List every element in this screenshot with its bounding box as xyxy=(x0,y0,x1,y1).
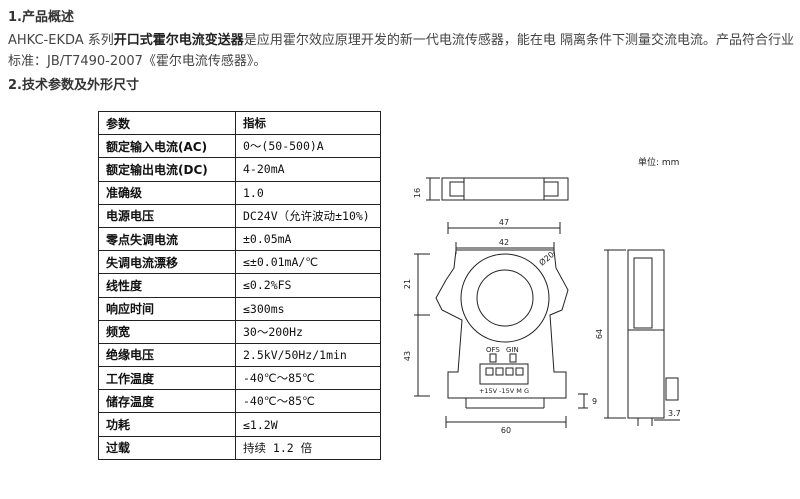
intro-part1: AHKC-EKDA 系列 xyxy=(8,33,114,48)
spec-param-cell: 准确级 xyxy=(98,180,236,205)
spec-value-cell: 1.0 xyxy=(235,180,381,205)
spec-row: 失调电流漂移≤±0.01mA/℃ xyxy=(98,250,381,275)
spec-param-cell: 参数 xyxy=(98,110,236,136)
terminal-block xyxy=(479,363,529,385)
front-view-hole xyxy=(476,269,534,327)
dim-60: 60 xyxy=(501,426,511,435)
spec-row: 线性度≤0.2%FS xyxy=(98,273,381,298)
spec-param-cell: 储存温度 xyxy=(98,389,236,414)
spec-row: 功耗≤1.2W xyxy=(98,412,381,437)
side-view-body xyxy=(627,249,665,419)
dim-64: 64 xyxy=(595,329,604,339)
spec-param-cell: 过载 xyxy=(98,435,236,460)
top-view-slot-right xyxy=(543,181,559,197)
spec-param-cell: 绝缘电压 xyxy=(98,342,236,368)
spec-param-cell: 工作温度 xyxy=(98,366,236,391)
top-view-slot-left xyxy=(449,181,465,197)
spec-value-cell: 指标 xyxy=(235,110,381,136)
section2-title: 2.技术参数及外形尺寸 xyxy=(8,78,139,93)
spec-value-cell: ≤1.2W xyxy=(235,412,381,437)
spec-header-row: 参数指标 xyxy=(98,110,381,136)
spec-value-cell: 0～(50-500)A xyxy=(235,134,381,159)
dim-21: 21 xyxy=(403,279,412,289)
spec-value-cell: DC24V（允许波动±10%) xyxy=(235,203,381,228)
spec-param-cell: 额定输入电流(AC) xyxy=(98,134,236,159)
dim-3-7: 3.7 xyxy=(668,409,681,418)
spec-value-cell: 4-20mA xyxy=(235,157,381,182)
spec-value-cell: 持续 1.2 倍 xyxy=(235,435,381,460)
section1-title: 1.产品概述 xyxy=(8,10,74,25)
intro-paragraph: AHKC-EKDA 系列开口式霍尔电流变送器是应用霍尔效应原理开发的新一代电流传… xyxy=(8,30,794,72)
spec-param-cell: 失调电流漂移 xyxy=(98,250,236,275)
spec-value-cell: -40℃～85℃ xyxy=(235,389,381,414)
spec-param-cell: 额定输出电流(DC) xyxy=(98,157,236,182)
spec-row: 过载持续 1.2 倍 xyxy=(98,435,381,460)
spec-row: 额定输出电流(DC)4-20mA xyxy=(98,157,381,182)
dim-43: 43 xyxy=(403,351,412,361)
spec-row: 响应时间≤300ms xyxy=(98,296,381,321)
gin-label: GIN xyxy=(506,346,519,354)
dim-16: 16 xyxy=(413,188,422,198)
spec-row: 储存温度-40℃～85℃ xyxy=(98,389,381,414)
unit-label: 单位: mm xyxy=(638,156,679,168)
terminal-label: +15V -15V M G xyxy=(479,387,529,395)
ofs-label: OFS xyxy=(486,346,500,354)
spec-value-cell: -40℃～85℃ xyxy=(235,366,381,391)
spec-param-cell: 频宽 xyxy=(98,319,236,344)
spec-value-cell: 2.5kV/50Hz/1min xyxy=(235,342,381,368)
dim-42: 42 xyxy=(499,238,509,247)
spec-value-cell: ≤±0.01mA/℃ xyxy=(235,250,381,275)
spec-row: 工作温度-40℃～85℃ xyxy=(98,366,381,391)
dim-9: 9 xyxy=(592,397,597,406)
spec-value-cell: ≤0.2%FS xyxy=(235,273,381,298)
spec-param-cell: 响应时间 xyxy=(98,296,236,321)
spec-value-cell: 30～200Hz xyxy=(235,319,381,344)
spec-param-cell: 线性度 xyxy=(98,273,236,298)
dim-phi20: Ø20 xyxy=(537,249,556,267)
spec-value-cell: ≤300ms xyxy=(235,296,381,321)
spec-param-cell: 电源电压 xyxy=(98,203,236,228)
front-view-ring xyxy=(460,253,550,343)
spec-row: 零点失调电流±0.05mA xyxy=(98,226,381,252)
intro-part2: 是应用霍尔效应原理开发的新一代电流传感器，能在电 隔离条件下测量交流电流。产品符… xyxy=(8,33,794,69)
front-view-outline xyxy=(435,249,569,399)
intro-product-name: 开口式霍尔电流变送器 xyxy=(113,33,244,48)
spec-row: 额定输入电流(AC)0～(50-500)A xyxy=(98,134,381,159)
spec-param-cell: 功耗 xyxy=(98,412,236,437)
dim-47: 47 xyxy=(499,218,509,227)
spec-param-cell: 零点失调电流 xyxy=(98,226,236,252)
spec-value-cell: ±0.05mA xyxy=(235,226,381,252)
top-view-body xyxy=(441,177,569,201)
dimension-drawing: 单位: mm 16 47 42 Ø20 21 43 9 60 64 3.7 OF… xyxy=(403,156,681,435)
